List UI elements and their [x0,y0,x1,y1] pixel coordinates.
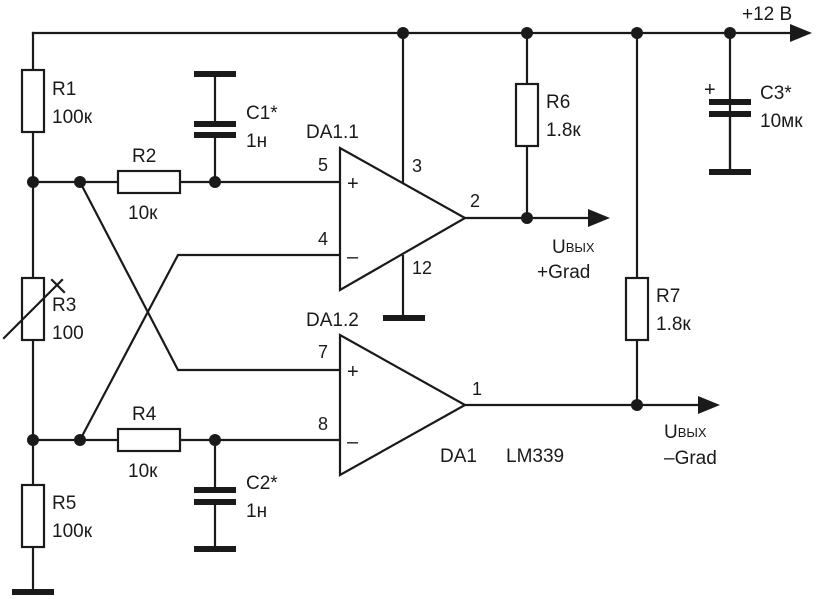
r6-value: 1.8к [546,120,581,141]
da1-2-pin-out: 1 [472,379,482,399]
r6-body [514,82,540,148]
c3-symbol [709,99,751,175]
out-minus-label: UВЫХ [664,422,707,443]
da1-1-plus-sign: + [347,173,359,195]
da1-2-minus-sign: – [347,431,359,453]
junctions [27,27,736,446]
wire-cross-to-pin4 [78,253,342,442]
da1-1-pin-vcc: 3 [412,156,422,176]
r5-body [20,483,46,549]
r6-ref: R6 [546,92,570,113]
c1-value: 1н [246,131,267,152]
c2-value: 1н [246,501,267,522]
out-plus-symbol: U [552,237,566,258]
c3-ref: C3* [760,83,792,104]
chip-part: LM339 [506,446,564,467]
da1-2-pin-minus: 8 [318,414,328,434]
supply-arrow [790,24,812,42]
da1-1-pin-plus: 5 [318,155,328,175]
r7-body [624,276,650,342]
da1-1-pin-gnd: 12 [412,258,432,278]
r1-ref: R1 [52,79,76,100]
r5-ref: R5 [52,493,76,514]
out-plus-arrow [588,209,610,227]
da1-1-minus-sign: – [347,246,359,268]
out-minus-name: –Grad [664,448,717,469]
c2-symbol [194,487,236,552]
supply-label: +12 В [742,4,792,25]
da1-1-pin-out: 2 [470,191,480,211]
r3-value: 100 [52,323,84,344]
out-plus-subscript: ВЫХ [566,240,595,255]
chip-ref: DA1 [440,446,477,467]
c2-ref: C2* [246,473,278,494]
da1-2-label: DA1.2 [306,310,359,331]
da1-1-label: DA1.1 [306,122,359,143]
da1-2-pin-plus: 7 [318,342,328,362]
da1-1-pin-minus: 4 [318,229,328,249]
opamp-da1-1 [338,146,468,292]
out-minus-subscript: ВЫХ [678,425,707,440]
wires [31,31,792,592]
c3-value: 10мк [760,111,803,132]
r2-body [116,169,182,195]
wire-cross-to-pin7 [78,180,342,372]
r2-value: 10к [128,203,158,224]
r4-value: 10к [128,461,158,482]
opamp-da1-2 [338,333,468,477]
r7-ref: R7 [656,286,680,307]
r4-body [116,427,182,453]
r1-value: 100к [52,107,93,128]
out-minus-symbol: U [664,422,678,443]
out-minus-arrow [698,396,720,414]
da1-2-plus-sign: + [347,361,359,383]
r1-body [20,68,46,134]
c3-polarity: + [704,79,716,101]
r3-ref: R3 [52,295,76,316]
out-plus-name: +Grad [537,262,590,283]
r3-trimmer-mark [2,278,66,340]
c1-symbol [194,71,236,138]
r7-value: 1.8к [656,314,691,335]
out-plus-label: UВЫХ [552,237,595,258]
r2-ref: R2 [132,146,156,167]
c1-ref: C1* [246,103,278,124]
r4-ref: R4 [132,404,157,425]
r5-value: 100к [52,521,93,542]
